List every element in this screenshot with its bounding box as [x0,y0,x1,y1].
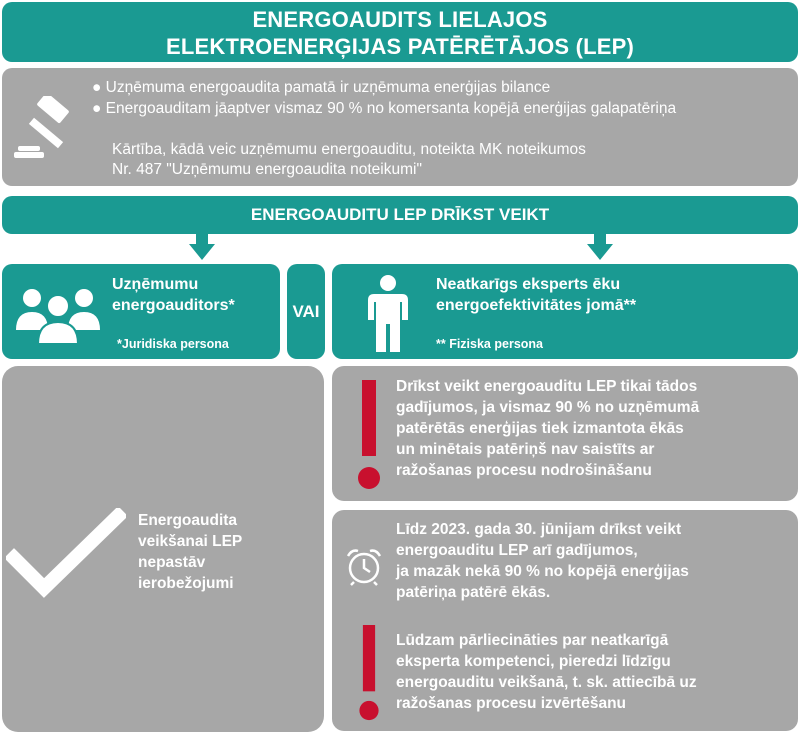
competence-note-text: Lūdzam pārliecināties par neatkarīgā eks… [396,630,697,714]
main-title: ENERGOAUDITS LIELAJOS ELEKTROENERĢIJAS P… [2,2,798,62]
info-box: ● Uzņēmuma energoaudita pamatā ir uzņēmu… [2,68,798,186]
exclamation-icon [359,625,379,721]
expert-deadline-box: Līdz 2023. gada 30. jūnijam drīkst veikt… [332,510,798,731]
arrow-left-stem [196,234,208,244]
info-bullet-2: ● Energoauditam jāaptver vismaz 90 % no … [92,100,677,117]
restriction-line: Drīkst veikt energoauditu LEP tikai tādo… [396,378,698,395]
who-may-audit-bar: ENERGOAUDITU LEP DRĪKST VEIKT [2,196,798,234]
checkmark-icon [6,508,126,598]
independent-expert-line-1: Neatkarīgs eksperts ēku [436,276,621,293]
company-auditor-note: *Juridiska persona [117,337,229,351]
gavel-icon [14,96,69,158]
exclamation-icon [358,380,380,489]
deadline-line: ja mazāk nekā 90 % no kopējā enerģijas [396,563,689,580]
restriction-line: patērētās enerģijas tiek izmantota ēkās [396,420,684,437]
info-text-line-1: Kārtība, kādā veic uzņēmumu energoauditu… [112,141,586,158]
restriction-line: ražošanas procesu nodrošināšanu [396,462,652,479]
company-auditor-line-2: energoauditors* [112,297,235,314]
people-group-icon [16,289,100,344]
no-restrictions-line: veikšanai LEP [138,533,243,550]
company-auditor-result: Energoaudita veikšanai LEP nepastāv iero… [2,366,324,732]
no-restrictions-text: Energoaudita veikšanai LEP nepastāv iero… [138,510,242,594]
title-line-2: ELEKTROENERĢIJAS PATĒRĒTĀJOS (LEP) [165,34,635,59]
arrow-right-stem [594,234,606,244]
company-auditor-line-1: Uzņēmumu [112,276,199,293]
arrow-down-left-icon [189,244,215,260]
expert-restriction-text: Drīkst veikt energoauditu LEP tikai tādo… [396,376,699,481]
independent-expert-line-2: energoefektivitātes jomā** [436,297,637,314]
competence-line: energoauditu veikšanā, t. sk. attiecībā … [396,674,697,691]
restriction-line: gadījumos, ja vismaz 90 % no uzņēmumā [396,399,700,416]
person-icon [368,275,408,352]
independent-expert-note: ** Fiziska persona [436,337,543,351]
deadline-text: Līdz 2023. gada 30. jūnijam drīkst veikt… [396,519,689,603]
no-restrictions-line: nepastāv [138,554,206,571]
deadline-line: energoauditu LEP arī gadījumos, [396,542,638,559]
option-company-auditor: Uzņēmumu energoauditors* *Juridiska pers… [2,264,280,359]
deadline-line: patēriņa patērē ēkās. [396,584,551,601]
option-independent-expert: Neatkarīgs eksperts ēku energoefektivitā… [332,264,798,359]
expert-restriction-box: Drīkst veikt energoauditu LEP tikai tādo… [332,366,798,501]
independent-expert-title: Neatkarīgs eksperts ēku energoefektivitā… [436,274,636,316]
no-restrictions-line: Energoaudita [138,512,238,529]
title-line-1: ENERGOAUDITS LIELAJOS [252,7,548,32]
company-auditor-title: Uzņēmumu energoauditors* [112,274,235,316]
info-regulation-text: Kārtība, kādā veic uzņēmumu energoauditu… [112,140,712,180]
arrow-down-right-icon [587,244,613,260]
alarm-clock-icon [346,549,382,586]
info-text-line-2: Nr. 487 "Uzņēmumu energoaudita noteikumi… [112,161,422,178]
competence-line: ražošanas procesu izvērtēšanu [396,695,627,712]
no-restrictions-line: ierobežojumi [138,575,234,592]
competence-line: eksperta kompetenci, pieredzi līdzīgu [396,653,671,670]
restriction-line: un minētais patēriņš nav saistīts ar [396,441,655,458]
deadline-line: Līdz 2023. gada 30. jūnijam drīkst veikt [396,521,682,538]
competence-line: Lūdzam pārliecināties par neatkarīgā [396,632,669,649]
or-label: VAI [287,264,325,359]
info-bullet-1: ● Uzņēmuma energoaudita pamatā ir uzņēmu… [92,79,551,96]
